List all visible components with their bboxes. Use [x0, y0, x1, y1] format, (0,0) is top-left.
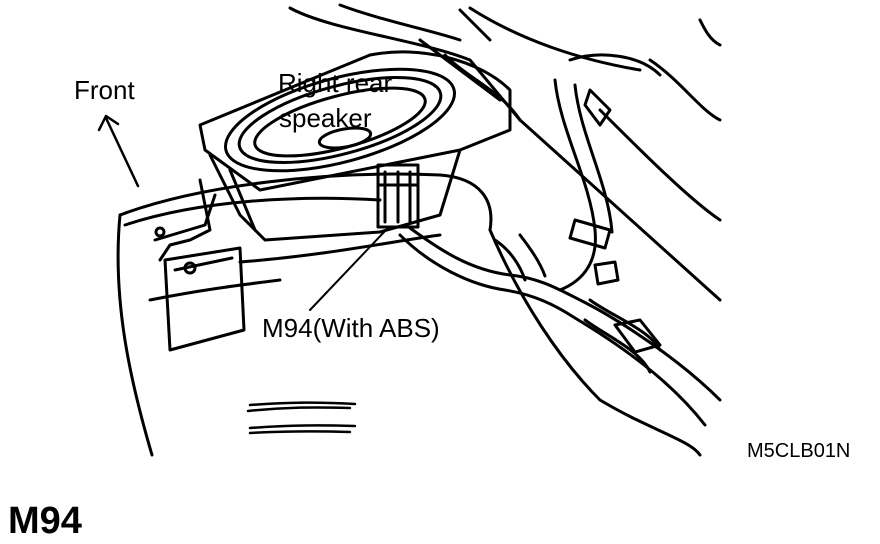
- motion-lines: [246, 401, 357, 435]
- front-arrow: [97, 114, 140, 188]
- speaker-label-line2: speaker: [279, 103, 372, 133]
- speaker: [198, 50, 512, 242]
- speaker-label-line1: Right rear: [278, 68, 393, 98]
- mounting-bracket: [153, 178, 246, 352]
- figure-code: M5CLB01N: [747, 440, 851, 462]
- leader-lines: [309, 229, 387, 311]
- connector-title: M94: [8, 500, 82, 542]
- wiring-harness: [398, 53, 722, 427]
- front-label: Front: [74, 75, 135, 105]
- body-panel-outline: [288, 3, 722, 302]
- connector-label: M94(With ABS): [262, 313, 440, 343]
- connector-m94: [376, 163, 420, 229]
